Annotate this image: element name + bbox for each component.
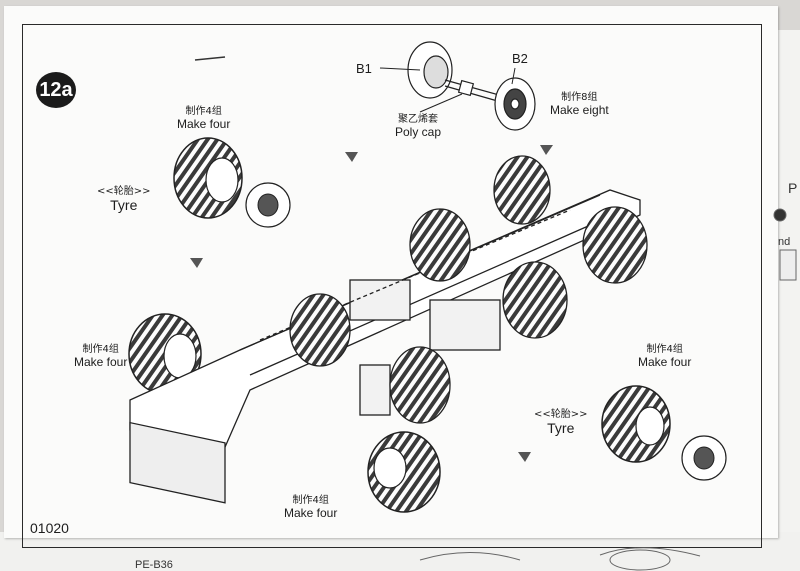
label-make-four-cn: 制作4组 bbox=[185, 106, 222, 117]
part-label-b1: B1 bbox=[356, 61, 372, 76]
label-make-four-top-left: 制作4组 Make four bbox=[177, 102, 230, 131]
label-make-four-bottom: 制作4组 Make four bbox=[284, 491, 337, 520]
label-make-four-en: Make four bbox=[177, 117, 231, 131]
label-tyre-top-left: <<轮胎>> Tyre bbox=[97, 182, 151, 213]
label-make-four-left: 制作4组 Make four bbox=[74, 340, 127, 369]
tyre-top-left bbox=[173, 137, 291, 228]
label-tyre-cn: <<轮胎>> bbox=[97, 186, 151, 197]
top-dash-mark bbox=[194, 56, 226, 61]
label-tyre-en: Tyre bbox=[547, 420, 575, 436]
hub-assembly bbox=[407, 41, 536, 131]
edge-text-nd: nd bbox=[778, 236, 791, 248]
label-poly-cap: 聚乙烯套 Poly cap bbox=[395, 110, 441, 139]
tyre-right bbox=[601, 385, 727, 481]
direction-arrows bbox=[190, 145, 553, 462]
chassis-wheels bbox=[289, 155, 648, 424]
label-tyre-right: <<轮胎>> Tyre bbox=[534, 405, 588, 436]
label-tyre-cn: <<轮胎>> bbox=[534, 409, 588, 420]
edge-text-p: P bbox=[788, 180, 798, 196]
polycap-leader-line bbox=[419, 93, 463, 113]
label-make-eight-en: Make eight bbox=[550, 103, 609, 117]
label-make-four-en: Make four bbox=[74, 355, 128, 369]
b2-leader-line bbox=[511, 67, 516, 85]
sheet-code: 01020 bbox=[30, 520, 69, 536]
label-make-four-cn: 制作4组 bbox=[82, 344, 119, 355]
b1-leader-line bbox=[379, 67, 421, 71]
label-make-eight: 制作8组 Make eight bbox=[550, 88, 609, 117]
truck-chassis bbox=[129, 189, 641, 504]
label-make-four-en: Make four bbox=[638, 355, 692, 369]
tyre-bottom-center bbox=[367, 431, 441, 513]
step-number-badge: 12a bbox=[36, 72, 76, 108]
underlying-sheet-sketch bbox=[419, 208, 797, 571]
label-make-four-cn: 制作4组 bbox=[646, 344, 683, 355]
label-poly-cap-cn: 聚乙烯套 bbox=[398, 114, 439, 125]
part-label-b2: B2 bbox=[512, 51, 528, 66]
label-make-four-right: 制作4组 Make four bbox=[638, 340, 691, 369]
page-frame bbox=[22, 24, 762, 548]
label-poly-cap-en: Poly cap bbox=[395, 125, 442, 139]
label-make-four-cn: 制作4组 bbox=[292, 495, 329, 506]
tyre-left-middle bbox=[128, 313, 202, 395]
label-tyre-en: Tyre bbox=[110, 197, 138, 213]
label-make-eight-cn: 制作8组 bbox=[561, 92, 598, 103]
edge-text-bottom-code: PE-B36 bbox=[135, 559, 173, 571]
label-make-four-en: Make four bbox=[284, 506, 338, 520]
